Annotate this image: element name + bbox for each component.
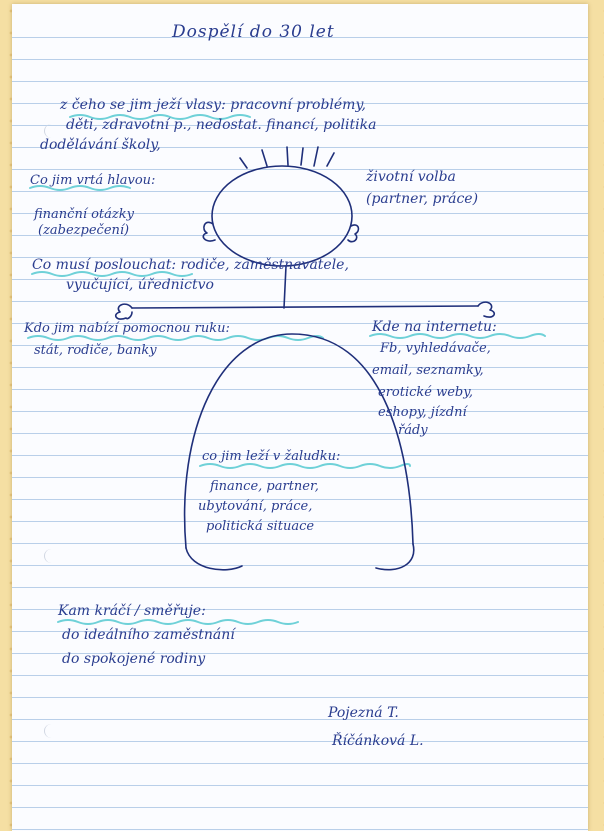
stomach-text-line: ubytování, práce, — [198, 500, 312, 513]
arms — [132, 306, 478, 308]
listen-heading: Co musí poslouchat: rodiče, zaměstnavate… — [32, 258, 349, 272]
help-heading: Kdo jim nabízí pomocnou ruku: — [24, 322, 230, 335]
head-heading: Co jim vrtá hlavou: — [30, 174, 155, 187]
highlight-help — [28, 336, 323, 340]
head — [212, 166, 352, 266]
direction-heading: Kam kráčí / směřuje: — [58, 604, 206, 618]
author-signature: Pojezná T. — [328, 706, 399, 720]
internet-text-line: email, seznamky, — [372, 364, 484, 377]
head-text-right: životní volba — [366, 170, 456, 184]
internet-text-line: eshopy, jízdní — [378, 406, 467, 419]
internet-text-line: erotické weby, — [378, 386, 473, 399]
listen-text-line: vyučující, úřednictvo — [66, 278, 214, 292]
internet-text-line: Fb, vyhledávače, — [380, 342, 491, 355]
hair-text-line: děti, zdravotní p., nedostat. financí, p… — [66, 118, 376, 132]
right-foot — [376, 544, 414, 570]
highlight-direction — [58, 620, 298, 624]
left-foot — [186, 548, 242, 570]
head-text-left: finanční otázky — [34, 208, 134, 221]
highlight-stomach — [200, 464, 410, 468]
stomach-heading: co jim leží v žaludku: — [202, 450, 340, 463]
head-text-left: (zabezpečení) — [38, 224, 129, 237]
direction-text-line: do ideálního zaměstnání — [62, 628, 235, 642]
stomach-text-line: finance, partner, — [210, 480, 319, 493]
author-signature: Říčánková L. — [332, 734, 424, 748]
hair-heading: z čeho se jim ježí vlasy: pracovní probl… — [60, 98, 366, 112]
help-text-line: stát, rodiče, banky — [34, 344, 157, 357]
head-text-right: (partner, práce) — [366, 192, 478, 206]
hair-text-line: dodělávání školy, — [40, 138, 161, 152]
direction-text-line: do spokojené rodiny — [62, 652, 205, 666]
stomach-text-line: politická situace — [206, 520, 314, 533]
page-title: Dospělí do 30 let — [172, 24, 335, 41]
internet-heading: Kde na internetu: — [372, 320, 497, 334]
left-hand — [116, 304, 132, 319]
internet-text-line: řády — [398, 424, 428, 437]
hair-strands — [240, 147, 334, 168]
right-hand — [478, 302, 494, 317]
